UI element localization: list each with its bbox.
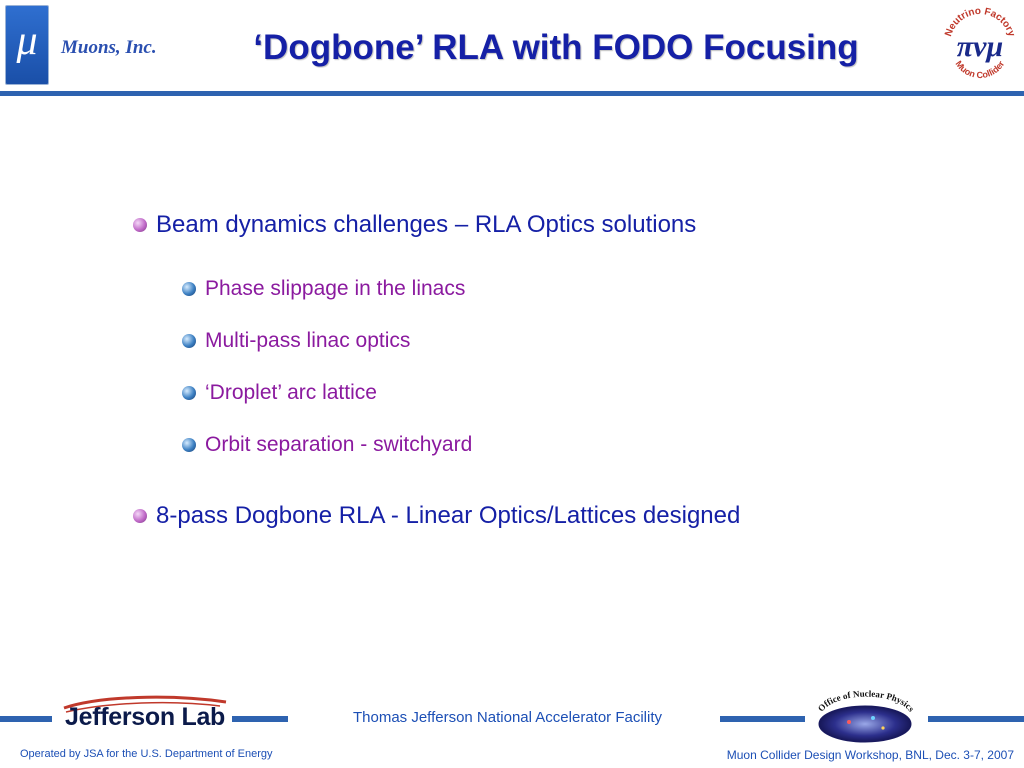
jefferson-lab-logo-icon [63, 695, 227, 713]
bullet-sphere-icon [182, 438, 196, 452]
sub-bullet-item: Multi-pass linac optics [182, 329, 410, 353]
sub-bullet-text: Multi-pass linac optics [205, 329, 411, 352]
footer-operator-note: Operated by JSA for the U.S. Department … [20, 748, 273, 760]
bullet-item: Beam dynamics challenges – RLA Optics so… [133, 211, 696, 239]
bullet-sphere-icon [182, 334, 196, 348]
sub-bullet-text: ‘Droplet’ arc lattice [205, 381, 377, 404]
nf-logo-symbols: πνμ [957, 30, 1003, 63]
bullet-sphere-icon [133, 509, 147, 523]
mu-logo-icon: μ [5, 5, 49, 85]
sub-bullet-item: Phase slippage in the linacs [182, 277, 465, 301]
bullet-sphere-icon [133, 218, 147, 232]
slide-title: ‘Dogbone’ RLA with FODO Focusing [253, 28, 859, 67]
footer-rule-segment [232, 716, 288, 722]
footer-rule-segment [928, 716, 1024, 722]
org-name: Muons, Inc. [61, 37, 157, 58]
footer-event-note: Muon Collider Design Workshop, BNL, Dec.… [726, 748, 1014, 762]
header-divider [0, 91, 1024, 96]
sub-bullet-item: Orbit separation - switchyard [182, 433, 472, 457]
bullet-sphere-icon [182, 282, 196, 296]
neutrino-factory-logo-icon: Neutrino Factory Muon Collider πνμ [943, 6, 1017, 80]
bullet-item: 8-pass Dogbone RLA - Linear Optics/Latti… [133, 502, 740, 530]
sub-bullet-item: ‘Droplet’ arc lattice [182, 381, 377, 405]
facility-name: Thomas Jefferson National Accelerator Fa… [352, 709, 663, 726]
sub-bullet-text: Phase slippage in the linacs [205, 277, 466, 300]
sub-bullet-text: Orbit separation - switchyard [205, 433, 473, 456]
office-of-nuclear-physics-logo-icon: Office of Nuclear Physics [816, 689, 917, 743]
bullet-text: 8-pass Dogbone RLA - Linear Optics/Latti… [156, 502, 741, 529]
footer-rule-segment [720, 716, 805, 722]
jefferson-lab-name: Jefferson Lab [65, 703, 226, 731]
footer-rule-segment [0, 716, 52, 722]
bullet-sphere-icon [182, 386, 196, 400]
mu-symbol: μ [16, 18, 38, 64]
bullet-text: Beam dynamics challenges – RLA Optics so… [156, 211, 697, 238]
